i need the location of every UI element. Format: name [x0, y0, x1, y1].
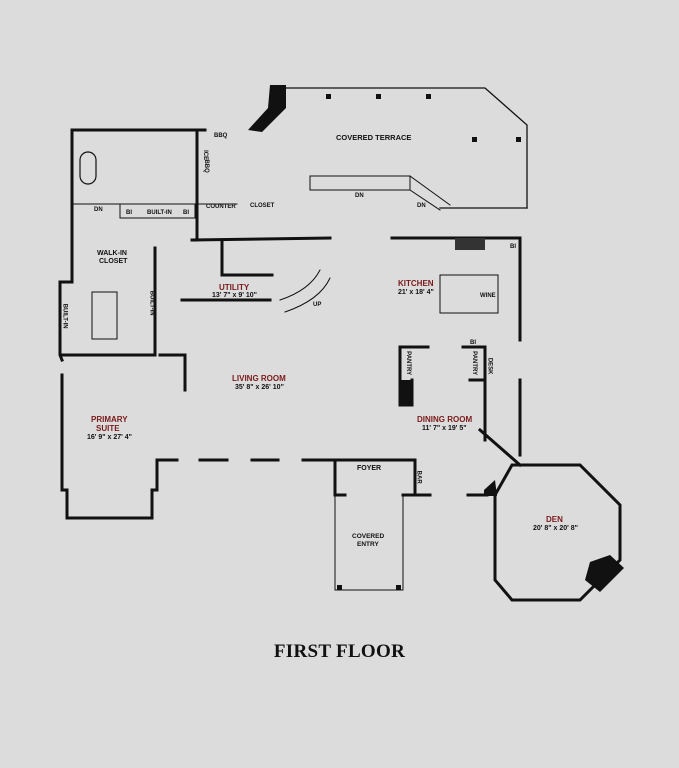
wall-master-west — [58, 128, 74, 362]
label-built-in-left: BUILT-IN — [61, 303, 68, 329]
fireplace-terrace — [248, 85, 286, 132]
label-bi-right: BI — [183, 210, 189, 216]
label-bbq-top: BBQ — [214, 133, 228, 139]
wall-primary-west — [60, 373, 159, 520]
room-label-den: DEN — [546, 515, 563, 524]
label-bar: BAR — [415, 470, 422, 484]
room-dims-utility: 13' 7" x 9' 10" — [212, 292, 257, 299]
label-desk: DESK — [486, 357, 493, 375]
dining-column — [484, 480, 497, 496]
room-dims-dining-room: 11' 7" x 19' 5" — [422, 425, 467, 432]
room-label-utility: UTILITY — [219, 283, 250, 292]
room-label-dining-room: DINING ROOM — [417, 415, 473, 424]
room-label-kitchen: KITCHEN — [398, 279, 434, 288]
label-built-in-center: BUILT-IN — [147, 210, 172, 216]
label-bi-pantry: BI — [470, 340, 476, 346]
label-dn-terrace-1: DN — [355, 193, 364, 199]
room-label-primary-suite-2: SUITE — [96, 424, 120, 433]
label-wine: WINE — [480, 293, 496, 299]
label-counter: COUNTER — [206, 204, 236, 210]
room-label-primary-suite-1: PRIMARY — [91, 415, 128, 424]
label-up-stair: UP — [313, 302, 322, 308]
label-bi-left: BI — [126, 210, 132, 216]
room-label-walk-in-closet-1: WALK-IN — [97, 250, 127, 257]
room-label-living-room: LIVING ROOM — [232, 374, 286, 383]
label-bbq-side: BBQ — [202, 159, 209, 173]
wall-bath-east — [190, 128, 199, 242]
pantry-shelf — [400, 380, 412, 405]
room-dims-kitchen: 21' x 18' 4" — [398, 289, 434, 296]
room-dims-living-room: 35' 8" x 26' 10" — [235, 384, 284, 391]
room-label-covered-entry-1: COVERED — [352, 533, 385, 540]
fireplace-den — [585, 555, 624, 592]
room-label-covered-entry-2: ENTRY — [357, 541, 379, 548]
room-label-walk-in-closet-2: CLOSET — [99, 258, 128, 265]
floor-title: FIRST FLOOR — [273, 641, 406, 662]
label-dn-terrace-2: DN — [417, 203, 426, 209]
label-pantry-2: PANTRY — [471, 351, 478, 376]
label-dn-bath: DN — [94, 207, 103, 213]
label-built-in-right: BUILT-IN — [148, 290, 155, 316]
label-bi-kitchen: BI — [510, 244, 516, 250]
room-label-foyer: FOYER — [357, 465, 382, 472]
room-dims-primary-suite: 16' 9" x 27' 4" — [87, 434, 132, 441]
label-pantry-1: PANTRY — [405, 351, 412, 376]
label-closet: CLOSET — [250, 203, 275, 209]
room-label-covered-terrace: COVERED TERRACE — [336, 133, 412, 142]
room-dims-den: 20' 8" x 20' 8" — [533, 525, 578, 532]
